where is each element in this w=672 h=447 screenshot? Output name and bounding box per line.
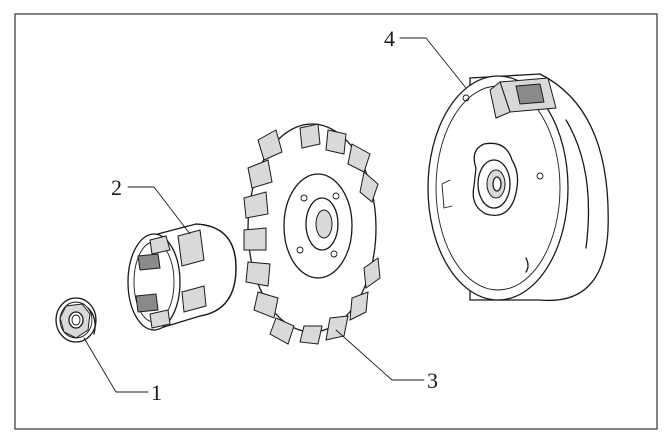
callout-1: 1: [151, 380, 162, 405]
part-3-flywheel-fan: [243, 123, 381, 345]
diagram-frame: [14, 13, 658, 430]
leader-4: [399, 37, 467, 89]
callout-2: 2: [111, 175, 122, 200]
callout-leaders: [83, 37, 467, 393]
callout-3: 3: [427, 368, 438, 393]
part-1-flange-nut: [55, 297, 97, 343]
leader-1: [83, 337, 149, 393]
part-4-flywheel-magneto: [427, 73, 609, 302]
part-2-starter-cup: [127, 223, 237, 331]
leader-3: [335, 329, 425, 381]
callout-4: 4: [384, 26, 395, 51]
leader-2: [127, 186, 191, 235]
